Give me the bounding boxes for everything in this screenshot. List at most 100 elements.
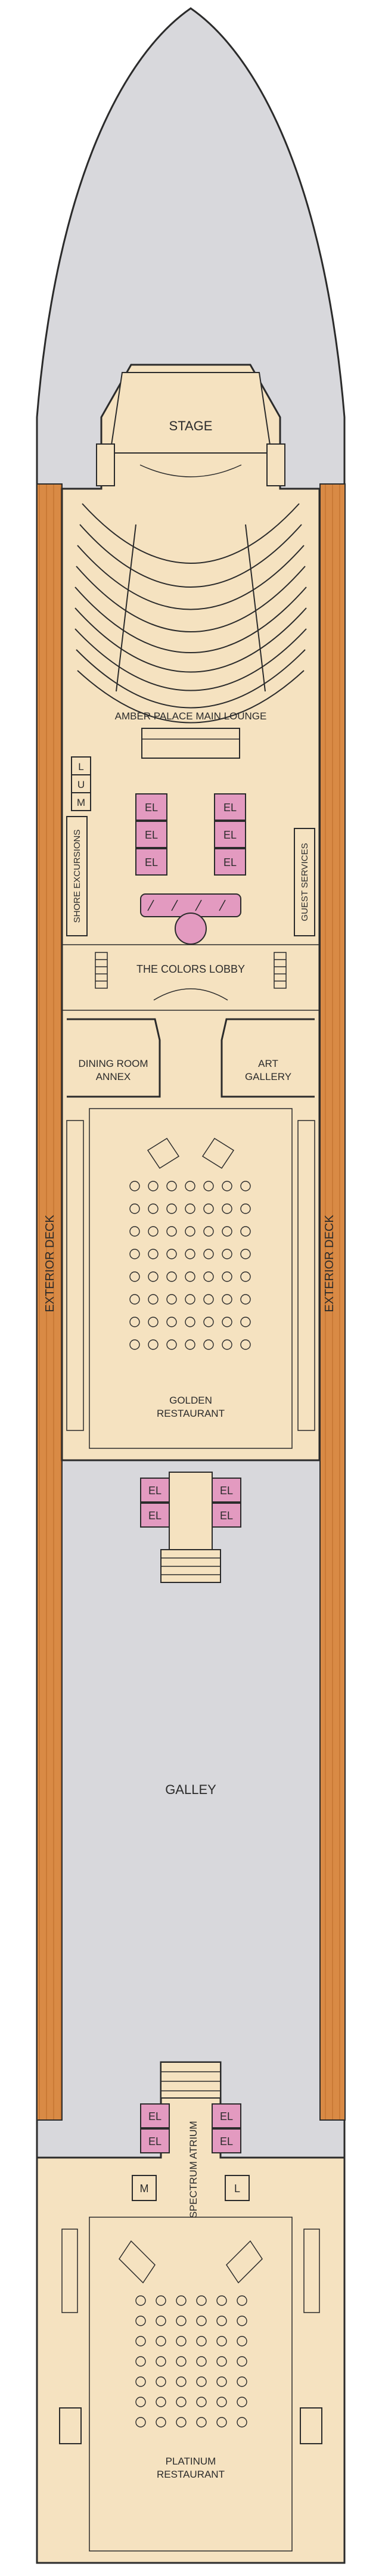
dining-table bbox=[222, 1226, 232, 1237]
dining-table bbox=[129, 1226, 140, 1237]
amber-palace-label: AMBER PALACE MAIN LOUNGE bbox=[115, 710, 267, 722]
dining-table bbox=[156, 2316, 166, 2326]
dining-table bbox=[237, 2316, 247, 2326]
dining-table bbox=[203, 1181, 214, 1191]
svg-text:EL: EL bbox=[220, 2136, 233, 2147]
exterior-deck-port-label: EXTERIOR DECK bbox=[44, 1215, 57, 1312]
guest-services-desk bbox=[294, 828, 315, 936]
dining-table bbox=[196, 2376, 207, 2387]
dining-table bbox=[166, 1294, 177, 1305]
dining-table bbox=[176, 2376, 187, 2387]
lobby-stairs bbox=[95, 952, 287, 989]
lobby-feature bbox=[140, 893, 241, 945]
platinum-restaurant-tables bbox=[135, 2295, 247, 2428]
dining-table bbox=[222, 1339, 232, 1350]
golden-restaurant-label-1: GOLDEN bbox=[169, 1395, 212, 1406]
restroom-stack: L U M bbox=[71, 756, 91, 811]
dining-table bbox=[240, 1317, 251, 1327]
dining-table bbox=[129, 1203, 140, 1214]
dining-table bbox=[176, 2295, 187, 2306]
dining-annex-label-1: DINING ROOM bbox=[78, 1058, 148, 1069]
dining-table bbox=[237, 2295, 247, 2306]
dining-table bbox=[156, 2356, 166, 2367]
dining-table bbox=[240, 1226, 251, 1237]
dining-table bbox=[240, 1339, 251, 1350]
platinum-restaurant-label-1: PLATINUM bbox=[166, 2456, 216, 2467]
svg-text:EL: EL bbox=[148, 2111, 162, 2122]
dining-table bbox=[135, 2356, 146, 2367]
dining-table bbox=[222, 1203, 232, 1214]
dining-table bbox=[135, 2376, 146, 2387]
dining-table bbox=[129, 1249, 140, 1259]
dining-table bbox=[237, 2336, 247, 2347]
dining-table bbox=[166, 1271, 177, 1282]
dining-table bbox=[237, 2356, 247, 2367]
platinum-restaurant-label-2: RESTAURANT bbox=[157, 2469, 225, 2480]
dining-table bbox=[185, 1271, 195, 1282]
dining-table bbox=[166, 1181, 177, 1191]
golden-restaurant-label-2: RESTAURANT bbox=[157, 1408, 225, 1419]
svg-text:EL: EL bbox=[145, 829, 158, 841]
exterior-deck-starboard-label: EXTERIOR DECK bbox=[323, 1215, 336, 1312]
dining-table bbox=[222, 1317, 232, 1327]
dining-table bbox=[135, 2397, 146, 2407]
dining-table bbox=[216, 2336, 227, 2347]
dining-table bbox=[148, 1271, 159, 1282]
svg-text:EL: EL bbox=[220, 1510, 233, 1522]
dining-table bbox=[148, 1203, 159, 1214]
aft-elevator-bank: EL EL EL EL bbox=[140, 2103, 241, 2153]
dining-table bbox=[203, 1203, 214, 1214]
dining-table bbox=[216, 2356, 227, 2367]
lounge-bar bbox=[141, 728, 240, 759]
dining-table bbox=[148, 1226, 159, 1237]
shore-excursions-label: SHORE EXCURSIONS bbox=[72, 830, 82, 923]
dining-table bbox=[240, 1249, 251, 1259]
dining-table bbox=[240, 1181, 251, 1191]
dining-table bbox=[222, 1294, 232, 1305]
dining-table bbox=[156, 2336, 166, 2347]
dining-annex-label-2: ANNEX bbox=[96, 1071, 131, 1082]
dining-table bbox=[196, 2295, 207, 2306]
dining-table bbox=[129, 1271, 140, 1282]
dining-table bbox=[156, 2295, 166, 2306]
dining-table bbox=[135, 2316, 146, 2326]
dining-table bbox=[237, 2397, 247, 2407]
dining-table bbox=[185, 1226, 195, 1237]
svg-text:EL: EL bbox=[148, 1485, 162, 1497]
dining-table bbox=[185, 1203, 195, 1214]
platinum-restaurant-seating bbox=[59, 2217, 322, 2552]
dining-table bbox=[129, 1181, 140, 1191]
dining-table bbox=[129, 1339, 140, 1350]
dining-table bbox=[216, 2397, 227, 2407]
golden-restaurant-tables bbox=[129, 1181, 251, 1350]
dining-table bbox=[156, 2417, 166, 2428]
restroom-u-label: U bbox=[77, 779, 85, 790]
dining-table bbox=[135, 2295, 146, 2306]
guest-services-label: GUEST SERVICES bbox=[300, 843, 310, 921]
dining-table bbox=[222, 1181, 232, 1191]
dining-table bbox=[240, 1203, 251, 1214]
golden-restaurant-seating bbox=[66, 1108, 315, 1449]
theater-seating bbox=[74, 503, 307, 724]
dining-table bbox=[148, 1181, 159, 1191]
dining-table bbox=[216, 2295, 227, 2306]
dining-table bbox=[216, 2376, 227, 2387]
dining-table bbox=[203, 1249, 214, 1259]
dining-table bbox=[185, 1317, 195, 1327]
dining-table bbox=[222, 1249, 232, 1259]
aft-m-label: M bbox=[140, 2183, 149, 2195]
galley-label: GALLEY bbox=[165, 1782, 216, 1797]
dining-table bbox=[240, 1294, 251, 1305]
dining-table bbox=[148, 1249, 159, 1259]
art-gallery-label-2: GALLERY bbox=[245, 1071, 291, 1082]
dining-table bbox=[216, 2417, 227, 2428]
dining-table bbox=[203, 1339, 214, 1350]
dining-table bbox=[196, 2336, 207, 2347]
svg-text:EL: EL bbox=[148, 2136, 162, 2147]
mid-elevator-bank: EL EL EL EL bbox=[140, 1472, 241, 1583]
dining-table bbox=[148, 1317, 159, 1327]
dining-table bbox=[185, 1339, 195, 1350]
dining-table bbox=[222, 1271, 232, 1282]
dining-table bbox=[148, 1339, 159, 1350]
